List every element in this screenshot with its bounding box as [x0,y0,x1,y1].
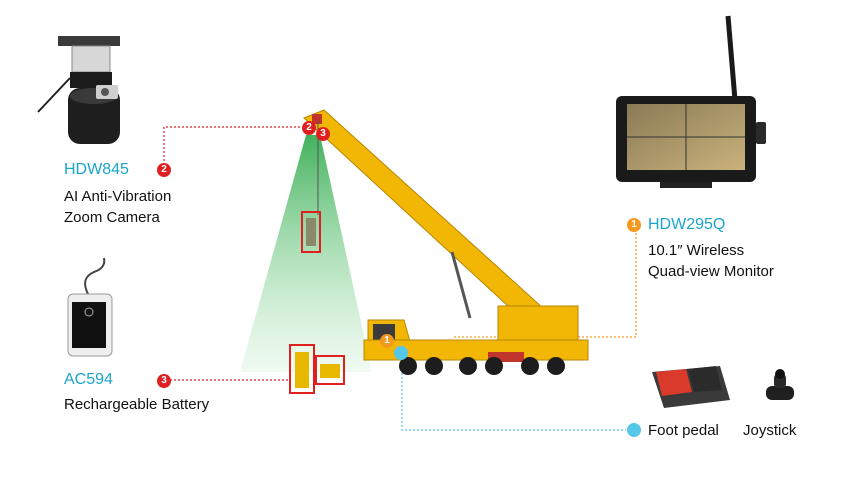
joystick-image [766,369,794,400]
foot-pedal-label: Foot pedal [648,422,719,439]
hdw295q-model-label: HDW295Q [648,216,726,233]
foot-pedal-image [652,366,730,408]
hdw295q-desc-line2: Quad-view Monitor [648,263,774,280]
camera-view-beam [240,135,372,372]
ac594-battery-image [67,257,113,357]
detection-box-load [301,211,321,253]
hdw845-camera-image [37,36,120,144]
crane-house [497,305,579,345]
foot-pedal-connector [401,373,626,431]
boom-marker-2: 2 [302,121,316,135]
detection-box-worker-1 [289,344,315,394]
ac594-model-label: AC594 [64,371,113,388]
hdw845-badge: 2 [157,163,171,177]
ac594-desc: Rechargeable Battery [64,396,210,413]
boom-marker-3: 3 [316,127,330,141]
ac594-badge: 3 [157,374,171,388]
hdw845-desc-line1: AI Anti-Vibration [64,188,172,205]
detection-box-worker-2 [315,355,345,385]
hdw295q-desc-line1: 10.1″ Wireless [648,242,745,259]
foot-pedal-badge [627,423,641,437]
monitor-connector [452,225,637,338]
hdw845-model-label: HDW845 [64,161,129,178]
hdw295q-badge: 1 [627,218,641,232]
hdw845-desc-line2: Zoom Camera [64,209,160,226]
joystick-label: Joystick [743,422,797,439]
cab-marker-cyan [394,346,408,360]
crane-wheels [399,357,565,375]
cab-marker-1: 1 [380,334,394,348]
ai-detection-boxes [289,211,345,394]
connector-lines [163,126,637,431]
hdw295q-monitor-image [616,15,766,188]
crane-chassis [363,339,589,361]
camera-connector [163,126,300,169]
